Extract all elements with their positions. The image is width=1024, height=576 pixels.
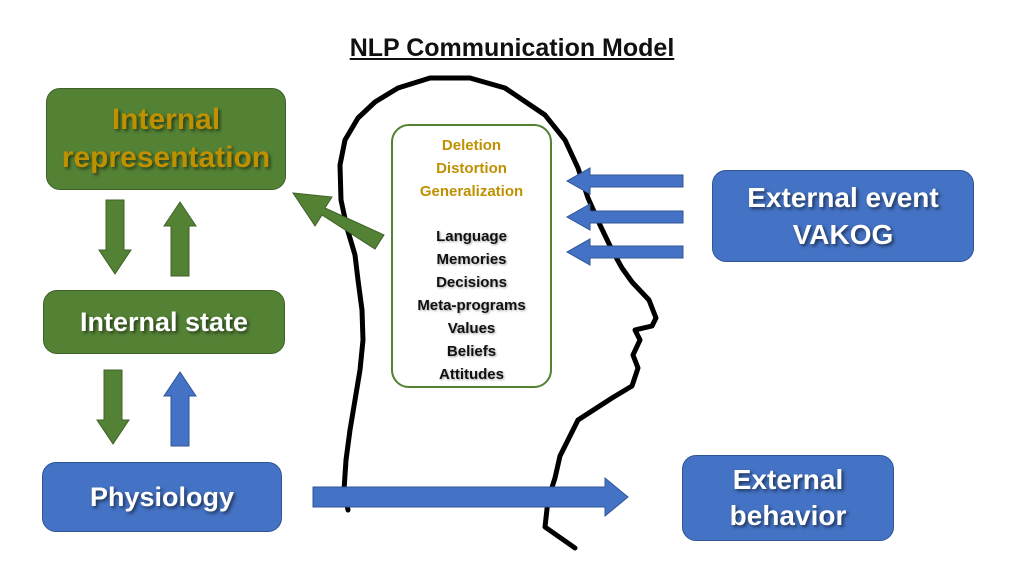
arrow-up-ph-to-is: [163, 371, 197, 447]
arrow-input-2: [565, 203, 684, 231]
internal-state-label: Internal state: [79, 306, 249, 337]
physiology-label: Physiology: [89, 481, 235, 512]
filter-process: Distortion: [436, 160, 507, 177]
external-behavior-box: External behavior: [682, 455, 894, 541]
arrow-input-3: [565, 238, 684, 266]
external-event-line-2: VAKOG: [792, 219, 894, 250]
external-event-line-1: External event: [747, 182, 939, 213]
filter-process: Deletion: [441, 137, 502, 154]
internal-representation-line-1: Internal: [111, 103, 221, 136]
arrow-input-1: [565, 167, 684, 195]
arrow-up-is-to-ir: [163, 201, 197, 277]
filter-item: Values: [447, 320, 496, 337]
filter-item: Attitudes: [439, 366, 504, 383]
filter-item: Beliefs: [446, 343, 497, 360]
arrow-output: [312, 476, 629, 518]
filter-item: Decisions: [436, 274, 507, 291]
filter-item: Language: [436, 228, 507, 245]
filter-item: Meta-programs: [417, 297, 526, 314]
internal-representation-line-2: representation: [61, 141, 271, 174]
internal-representation-box: Internal representation: [46, 88, 286, 190]
external-event-box: External event VAKOG: [712, 170, 974, 262]
filter-process: Generalization: [419, 183, 524, 200]
diagram-title: NLP Communication Model: [349, 34, 675, 62]
external-behavior-line-2: behavior: [729, 500, 847, 531]
filter-item: Memories: [436, 251, 507, 268]
external-behavior-line-1: External: [732, 464, 844, 495]
arrow-down-is-to-ph: [96, 369, 130, 445]
head-silhouette: [337, 75, 659, 551]
physiology-box: Physiology: [42, 462, 282, 532]
arrow-down-ir-to-is: [98, 199, 132, 275]
filters-box: Deletion Distortion Generalization Langu…: [391, 124, 552, 388]
internal-state-box: Internal state: [43, 290, 285, 354]
arrow-filters-to-ir: [291, 192, 385, 250]
